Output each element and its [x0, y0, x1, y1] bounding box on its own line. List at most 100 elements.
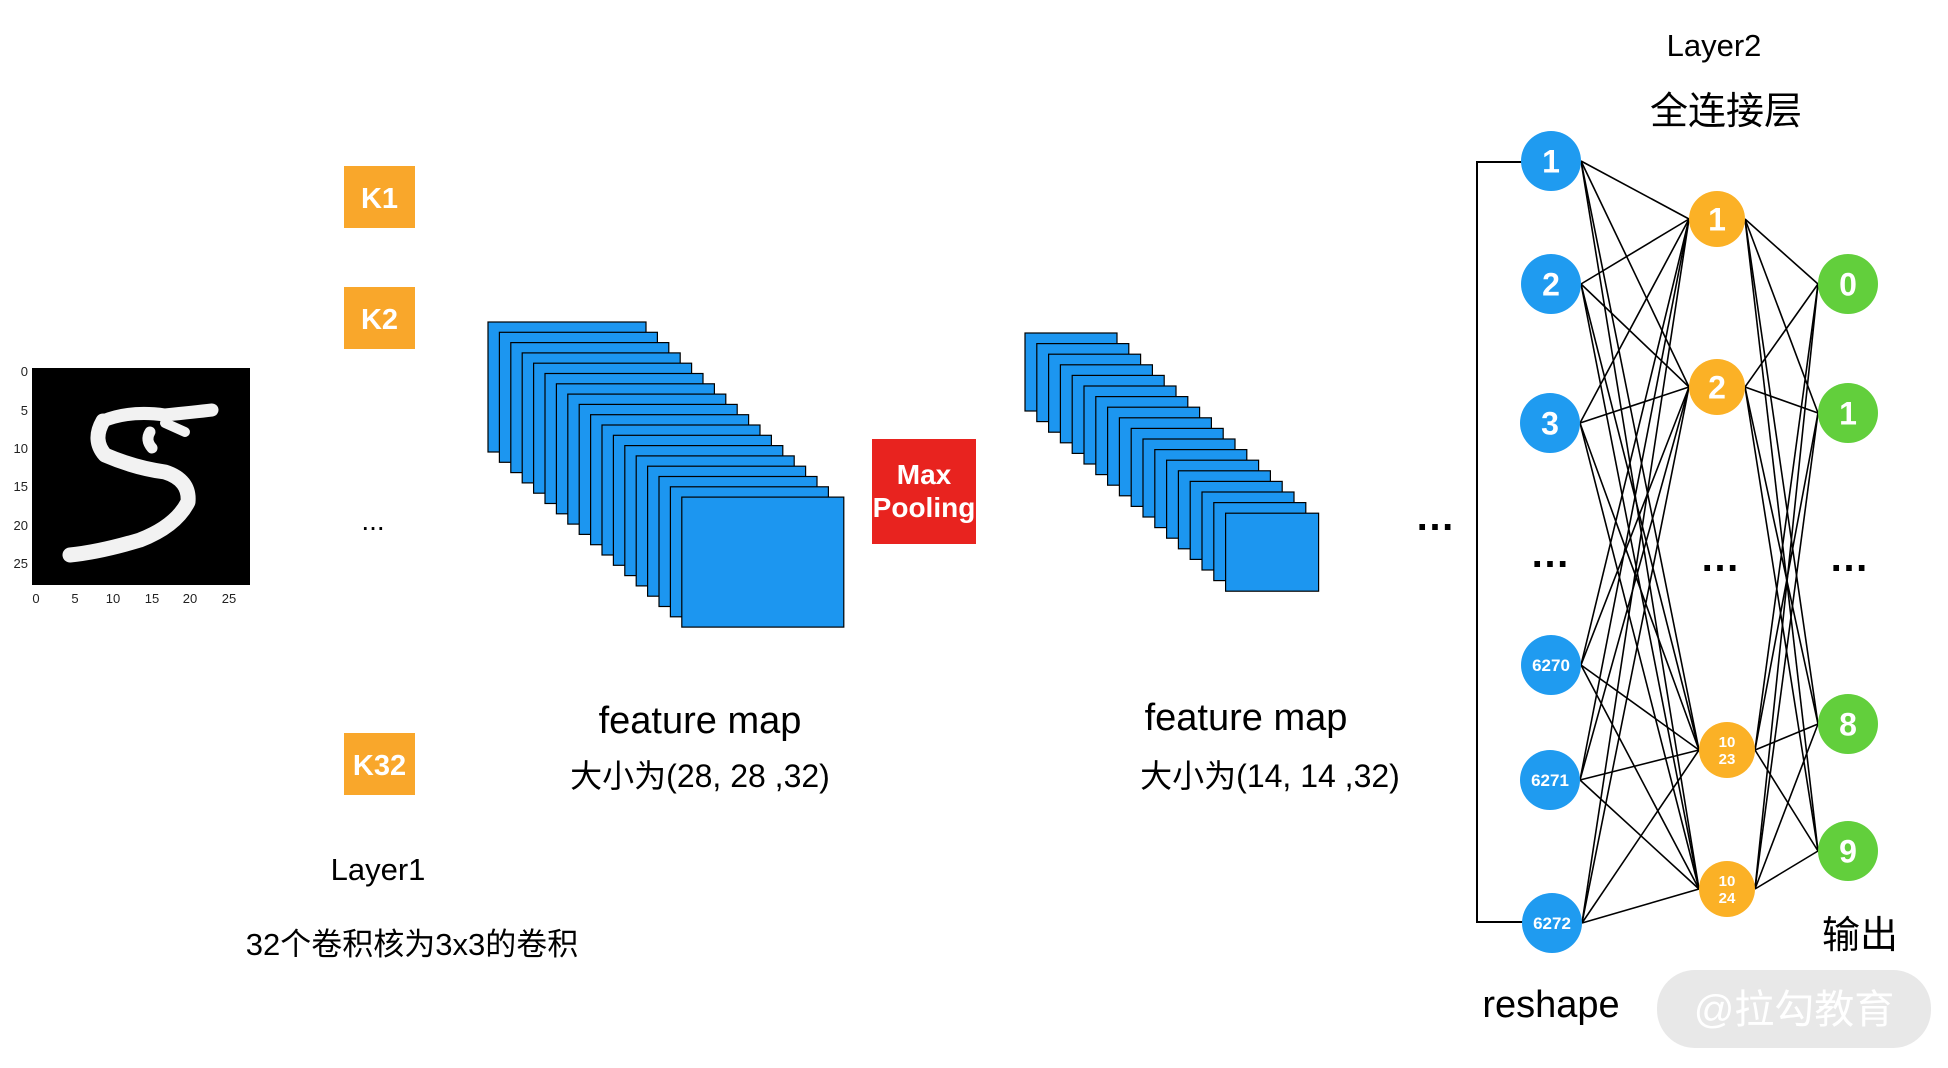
output-neuron-9-label: 9 [1839, 834, 1857, 870]
input-neuron-6272 [1522, 893, 1582, 953]
feature-map-2-caption: 大小为(14, 14 ,32) [1140, 758, 1400, 794]
edge-hidden-output [1754, 283, 1819, 751]
edge-input-hidden [1579, 422, 1700, 751]
hidden-ellipsis: … [1700, 536, 1740, 580]
output-ellipsis: … [1829, 536, 1869, 580]
input-ellipsis: … [1530, 532, 1570, 576]
hidden-neuron-1 [1689, 191, 1745, 247]
kernel-k32 [344, 733, 415, 795]
edge-input-hidden [1579, 749, 1700, 781]
network-edges [1579, 160, 1819, 924]
kernel-k2 [344, 287, 415, 349]
x-tick-5: 5 [71, 591, 78, 606]
edge-input-hidden [1580, 160, 1700, 751]
feature-map-2-title: feature map [1145, 697, 1348, 739]
hidden-neuron-2-label: 2 [1708, 370, 1726, 406]
edge-input-hidden [1580, 160, 1700, 890]
edge-hidden-output [1744, 386, 1819, 852]
hidden-neuron-1023 [1699, 722, 1755, 778]
edge-input-hidden [1581, 386, 1690, 924]
feature-map-2-layer [1224, 512, 1320, 592]
edge-hidden-output [1744, 218, 1819, 414]
y-tick-0: 0 [21, 364, 28, 379]
output-neuron-0-label: 0 [1839, 267, 1857, 303]
edge-hidden-output [1744, 218, 1819, 285]
watermark-background [1657, 970, 1931, 1048]
input-image-x-ticks: 0 5 10 15 20 25 [32, 591, 236, 606]
edge-input-hidden [1580, 218, 1690, 285]
kernel-k2-label: K2 [361, 304, 398, 336]
edge-hidden-output [1744, 218, 1819, 725]
edge-input-hidden [1580, 283, 1690, 388]
edge-input-hidden [1580, 218, 1690, 666]
max-pooling-line1: Max [897, 459, 952, 490]
feature-map-1-title: feature map [599, 700, 802, 742]
edge-input-hidden [1579, 218, 1690, 781]
edge-input-hidden [1580, 160, 1690, 220]
feature-map-2-stack [1024, 332, 1320, 592]
input-neuron-6271 [1520, 750, 1580, 810]
max-pooling-rect [872, 439, 976, 544]
output-neuron-0 [1818, 254, 1878, 314]
output-neuron-1-label: 1 [1839, 396, 1857, 432]
edge-input-hidden [1580, 160, 1690, 388]
input-neuron-6271-label: 6271 [1531, 771, 1569, 790]
output-neuron-9 [1818, 821, 1878, 881]
layer1-caption: 32个卷积核为3x3的卷积 [246, 927, 578, 962]
input-neuron-3 [1520, 393, 1580, 453]
edge-input-hidden [1581, 749, 1700, 924]
edge-input-hidden [1580, 664, 1700, 890]
layer2-subtitle: 全连接层 [1650, 91, 1802, 133]
edge-hidden-output [1754, 749, 1819, 852]
input-neuron-1 [1521, 131, 1581, 191]
between-ellipsis: … [1415, 495, 1455, 539]
hidden-neuron-1024-label: 24 [1719, 890, 1736, 907]
kernel-ellipsis: ... [361, 505, 384, 536]
input-neuron-6272-label: 6272 [1533, 914, 1571, 933]
max-pooling-line2: Pooling [873, 492, 976, 523]
layer1-title: Layer1 [331, 852, 426, 887]
input-image-y-ticks: 0 5 10 15 20 25 [14, 364, 28, 571]
kernel-k1 [344, 166, 415, 228]
output-neuron-8 [1818, 694, 1878, 754]
layer2-title: Layer2 [1667, 28, 1762, 63]
hidden-neuron-2 [1689, 359, 1745, 415]
edge-input-hidden [1581, 218, 1690, 924]
edge-hidden-output [1744, 283, 1819, 388]
hidden-neuron-1024-label: 10 [1719, 873, 1736, 890]
edge-input-hidden [1579, 386, 1690, 424]
reshape-label: reshape [1482, 984, 1619, 1026]
feature-map-1-stack [487, 321, 845, 628]
x-tick-10: 10 [106, 591, 120, 606]
hidden-neuron-1-label: 1 [1708, 202, 1726, 238]
input-neuron-2-label: 2 [1542, 267, 1560, 303]
edge-input-hidden [1580, 283, 1700, 751]
output-neuron-8-label: 8 [1839, 707, 1857, 743]
kernel-k32-label: K32 [353, 750, 406, 782]
max-pooling-box: Max Pooling [872, 439, 976, 544]
edge-hidden-output [1754, 723, 1819, 751]
watermark-text: @拉勾教育 [1694, 988, 1895, 1032]
output-neuron-1 [1818, 383, 1878, 443]
x-tick-25: 25 [222, 591, 236, 606]
feature-map-1-caption: 大小为(28, 28 ,32) [570, 758, 830, 794]
x-tick-20: 20 [183, 591, 197, 606]
edge-hidden-output [1744, 386, 1819, 414]
input-neuron-2 [1521, 254, 1581, 314]
y-tick-20: 20 [14, 518, 28, 533]
input-neuron-3-label: 3 [1541, 406, 1559, 442]
edge-hidden-output [1754, 412, 1819, 890]
kernel-k1-label: K1 [361, 183, 398, 215]
edge-hidden-output [1754, 850, 1819, 890]
hidden-neuron-1024 [1699, 861, 1755, 917]
edge-input-hidden [1579, 386, 1690, 781]
y-tick-15: 15 [14, 479, 28, 494]
edge-input-hidden [1581, 888, 1700, 924]
x-tick-0: 0 [32, 591, 39, 606]
feature-map-1-layer [681, 496, 845, 628]
input-image: 0 5 10 15 20 25 0 5 10 15 20 25 [14, 364, 250, 606]
input-neuron-6270-label: 6270 [1532, 656, 1570, 675]
edge-input-hidden [1579, 422, 1700, 890]
